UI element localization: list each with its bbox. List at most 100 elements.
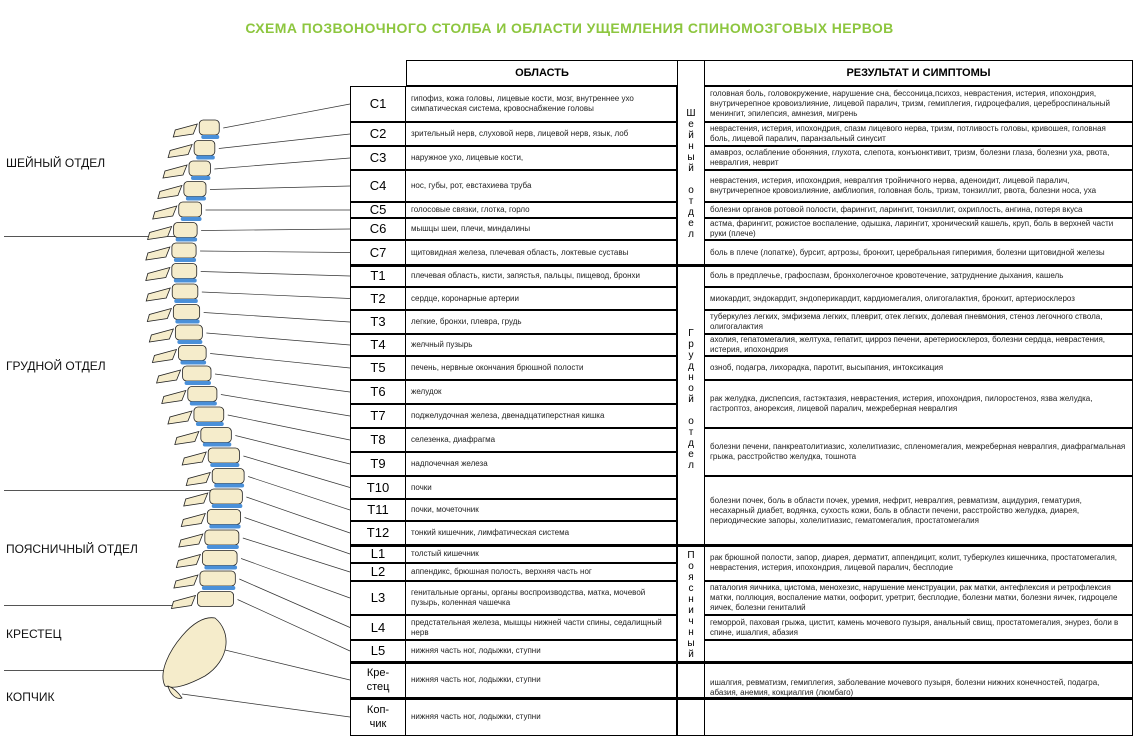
vertebra-label: T12 <box>350 521 406 545</box>
vertebra-body <box>173 222 198 238</box>
spinous-process <box>162 164 188 179</box>
vertebra-body <box>199 570 236 587</box>
vertebra-label: Коп- чик <box>350 698 406 736</box>
symptoms-cell: рак брюшной полости, запор, диарея, дерм… <box>705 545 1133 581</box>
leader-line <box>248 476 351 511</box>
vertebra-body <box>201 550 238 566</box>
intervertebral-disc <box>175 319 200 324</box>
spinous-process <box>161 389 187 404</box>
divider-thoracic-lumbar <box>4 490 224 491</box>
area-cell: поджелудочная железа, двенадцатиперстная… <box>406 404 677 428</box>
area-cell: гипофиз, кожа головы, лицевые кости, моз… <box>406 86 677 122</box>
leader-line <box>206 332 351 346</box>
divider-sacrum-coccyx <box>4 670 169 671</box>
spinous-process <box>167 410 193 425</box>
area-cell: сердце, коронарные артерии <box>406 287 677 310</box>
leader-line <box>239 578 351 628</box>
leader-line <box>237 599 351 652</box>
area-cell: щитовидная железа, плечевая область, лок… <box>406 240 677 265</box>
symptoms-cell: ишалгия, ревматизм, гемиплегия, заболева… <box>705 640 1133 736</box>
vertebra-body <box>197 591 234 607</box>
vertebra-body <box>171 283 199 300</box>
area-cell: желудок <box>406 380 677 404</box>
symptoms-cell: геморрой, паховая грыжа, цистит, камень … <box>705 615 1133 640</box>
area-cell: наружное ухо, лицевые кости, <box>406 146 677 170</box>
area-cell: надпочечная железа <box>406 452 677 476</box>
vertebra-body <box>206 509 242 525</box>
leader-line <box>240 558 351 599</box>
symptoms-cell: ахолия, гепатомегалия, желтуха, гепатит,… <box>705 334 1133 356</box>
vertebra-label: C2 <box>350 122 406 146</box>
area-cell: тонкий кишечник, лимфатическая система <box>406 521 677 545</box>
leader-line <box>224 649 351 681</box>
vertebra-body <box>188 160 211 177</box>
leader-line <box>200 250 351 253</box>
symptoms-cell: неврастения, истерия, ипохондрия, спазм … <box>705 122 1133 146</box>
section-label-lumbar: П о я с н и ч н ы й <box>687 550 695 660</box>
leader-line <box>201 228 351 231</box>
symptoms-cell: болезни почек, боль в области почек, уре… <box>705 476 1133 545</box>
vertebra-label: L5 <box>350 640 406 662</box>
intervertebral-disc <box>209 524 241 529</box>
spinous-process <box>148 328 175 343</box>
intervertebral-disc <box>201 135 220 139</box>
section-separator <box>350 661 1133 664</box>
leader-line <box>209 185 351 190</box>
vertebra-label: L2 <box>350 563 406 581</box>
intervertebral-disc <box>201 586 236 590</box>
intervertebral-disc <box>173 258 197 262</box>
vertebra-body <box>209 488 243 505</box>
vertebra-body <box>204 529 240 546</box>
region-thoracic: ГРУДНОЙ ОТДЕЛ <box>6 359 106 373</box>
vertebra-label: L1 <box>350 545 406 563</box>
intervertebral-disc <box>202 442 232 447</box>
vertebra-body <box>172 304 201 320</box>
leader-line <box>243 455 351 488</box>
vertebra-body <box>193 140 216 156</box>
spinous-process <box>178 533 204 548</box>
area-cell: печень, нервные окончания брюшной полост… <box>406 356 677 380</box>
spinous-process <box>167 143 193 158</box>
area-cell: предстательная железа, мышцы нижней част… <box>406 615 677 640</box>
leader-line <box>214 373 351 393</box>
leader-line <box>242 537 351 573</box>
leader-line <box>214 157 351 170</box>
vertebra-body <box>178 201 202 218</box>
area-cell: зрительный нерв, слуховой нерв, лицевой … <box>406 122 677 146</box>
area-cell: голосовые связки, глотка, горло <box>406 202 677 218</box>
area-cell: генитальные органы, органы воспроизводст… <box>406 581 677 615</box>
vertebra-body <box>171 263 198 279</box>
leader-line <box>210 353 351 369</box>
vertebra-body <box>211 468 245 484</box>
coccyx-bone <box>167 685 183 699</box>
intervertebral-disc <box>210 463 240 467</box>
sacrum-bone <box>162 617 227 688</box>
vertebra-label: T8 <box>350 428 406 452</box>
vertebra-label: L4 <box>350 615 406 640</box>
area-cell: аппендикс, брюшная полость, верхняя част… <box>406 563 677 581</box>
spinous-process <box>157 184 183 199</box>
area-cell: нижняя часть ног, лодыжки, ступни <box>406 698 677 736</box>
intervertebral-disc <box>180 217 202 221</box>
vertebra-label: T7 <box>350 404 406 428</box>
spinous-process <box>147 225 173 240</box>
area-cell: нос, губы, рот, евстахиева труба <box>406 170 677 202</box>
symptoms-cell: болезни печени, панкреатолитиазис, холел… <box>705 428 1133 476</box>
vertebra-body <box>198 119 220 136</box>
vertebra-label: T3 <box>350 310 406 334</box>
spinous-process <box>174 430 200 445</box>
intervertebral-disc <box>189 401 217 406</box>
leader-line <box>181 693 351 718</box>
section-separator <box>350 264 1133 267</box>
divider-lumbar-sacrum <box>4 605 184 606</box>
intervertebral-disc <box>191 176 211 180</box>
leader-line <box>218 133 351 149</box>
region-cervical: ШЕЙНЫЙ ОТДЕЛ <box>6 156 106 170</box>
spinous-process <box>145 246 171 261</box>
symptoms-cell: амавроз, ослабление обоняния, глухота, с… <box>705 146 1133 170</box>
area-cell: мышцы шеи, плечи, миндалины <box>406 218 677 240</box>
symptoms-cell: миокардит, эндокардит, эндоперикардит, к… <box>705 287 1133 310</box>
intervertebral-disc <box>175 237 198 242</box>
area-cell: плечевая область, кисти, запястья, пальц… <box>406 265 677 287</box>
symptoms-cell: паталогия яичника, цистома, менохезис, н… <box>705 581 1133 615</box>
